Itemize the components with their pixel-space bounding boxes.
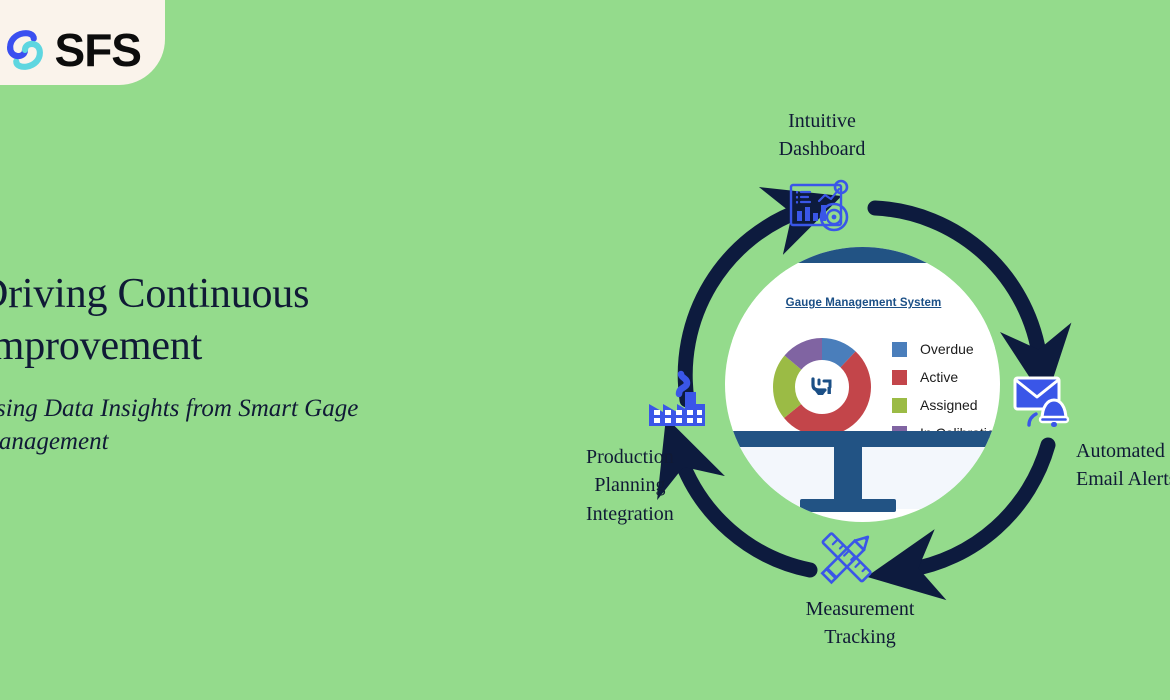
arrow-bottom-to-left — [657, 417, 818, 578]
page-subtitle: Using Data Insights from Smart Gage Mana… — [0, 392, 408, 458]
dashboard-analytics-icon — [787, 175, 859, 237]
legend-swatch-assigned — [892, 397, 907, 413]
label-line: Measurement — [805, 598, 915, 620]
page-title: Driving Continuous Improvement — [0, 268, 448, 372]
monitor-illustration: Gauge Management System — [725, 247, 1000, 522]
donut-slice-active — [773, 338, 871, 436]
subhead-line-2: Management — [0, 428, 109, 456]
monitor-screen: Gauge Management System — [732, 263, 1000, 441]
legend-item-active: Active — [892, 369, 1000, 385]
donut-slice-in-calibration — [773, 338, 871, 436]
hero-text-block: Driving Continuous Improvement Using Dat… — [0, 268, 448, 458]
label-line: Email Alerts — [1076, 468, 1170, 491]
gauge-status-donut-chart — [770, 335, 874, 439]
label-line: Production — [586, 446, 674, 468]
label-line: Intuitive — [788, 110, 856, 132]
headline-line-1: Driving Continuous — [0, 271, 310, 317]
legend-label: Overdue — [920, 341, 974, 357]
headline-line-2: Improvement — [0, 323, 203, 370]
legend-label: Assigned — [920, 397, 978, 413]
gauge-dashboard-screen: Gauge Management System — [725, 247, 1000, 522]
cycle-label-production-planning-integration: Production Planning Integration — [586, 443, 674, 528]
screen-title: Gauge Management System — [785, 297, 942, 309]
brand-logo-badge[interactable]: SFS — [0, 0, 165, 85]
spiral-swirl-icon — [4, 29, 46, 71]
subhead-line-1: Using Data Insights from Smart Gage — [0, 395, 359, 423]
arrow-left-to-top — [677, 187, 842, 408]
factory-icon — [645, 370, 711, 432]
monitor-stand-neck — [834, 447, 862, 502]
cycle-label-measurement-tracking: Measurement Tracking — [806, 595, 915, 652]
cycle-diagram: Intuitive Dashboard Production Planning … — [520, 85, 1170, 685]
gauge-logo-icon — [798, 363, 846, 411]
label-line: Planning — [594, 474, 666, 497]
legend-item-overdue: Overdue — [892, 341, 1000, 357]
arrow-top-to-right — [867, 200, 1072, 402]
arrow-right-to-bottom — [866, 437, 1056, 601]
legend-label: Active — [920, 369, 959, 385]
legend-item-assigned: Assigned — [892, 397, 1000, 413]
email-alert-icon — [1012, 370, 1074, 428]
ruler-pencil-icon — [810, 525, 884, 589]
label-line: Integration — [586, 502, 674, 525]
legend-swatch-overdue — [892, 341, 907, 357]
legend-swatch-active — [892, 369, 907, 385]
cycle-arrows — [657, 187, 1072, 601]
label-line: Automated — [1076, 440, 1165, 462]
monitor-bottom-bezel — [728, 431, 1000, 447]
monitor-stand-base — [800, 499, 896, 512]
cycle-label-intuitive-dashboard: Intuitive Dashboard — [779, 107, 866, 164]
monitor-top-bezel — [745, 247, 982, 263]
label-line: Dashboard — [778, 138, 866, 161]
brand-name: SFS — [54, 24, 142, 76]
donut-slice-assigned — [773, 338, 871, 436]
cycle-label-automated-email-alerts: Automated Email Alerts — [1076, 437, 1170, 494]
label-line: Tracking — [824, 626, 896, 649]
monitor-backdrop — [740, 447, 990, 509]
